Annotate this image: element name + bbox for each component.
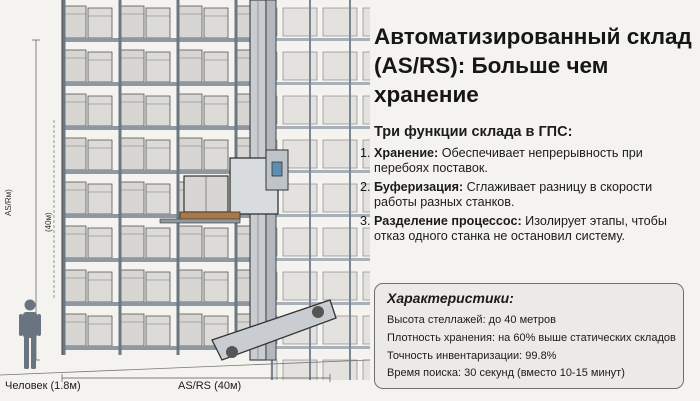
spec-item: Время поиска: 30 секунд (вместо 10-15 ми… (387, 367, 625, 380)
stacker-crane (159, 0, 337, 361)
function-number: 2. (360, 180, 371, 194)
human-figure (19, 299, 41, 369)
asrs-illustration (0, 0, 370, 382)
function-item: 1. Хранение: Обеспечивает непрерывность … (360, 146, 696, 176)
height-vertical-label: (40м) (44, 212, 53, 232)
function-term: Буферизация: (374, 180, 464, 194)
spec-item: Плотность хранения: на 60% выше статичес… (387, 331, 676, 344)
functions-list: 1. Хранение: Обеспечивает непрерывность … (360, 146, 696, 248)
page-title: Автоматизированный склад (AS/RS): Больше… (374, 24, 692, 107)
height-dimension (32, 39, 55, 361)
specs-box: Характеристики: Высота стеллажей: до 40 … (374, 283, 684, 389)
function-item: 3. Разделение процессос: Изолирует этапы… (360, 214, 696, 244)
human-height-label: Человек (1.8м) (5, 380, 81, 392)
spec-item: Точность инвентаризации: 99.8% (387, 349, 557, 362)
function-number: 3. (360, 214, 371, 228)
function-text: Изолирует этапы, чтобы отказ одного стан… (374, 214, 667, 243)
function-term: Хранение: (374, 146, 439, 160)
asrs-height-label: AS/RS (40м) (178, 380, 242, 392)
specs-heading: Характеристики: (387, 290, 514, 306)
function-text: Обеспечивает непрерывность при перебоях … (374, 146, 643, 175)
function-item: 2. Буферизация: Сглаживает разницу в ско… (360, 180, 696, 210)
spec-item: Высота стеллажей: до 40 метров (387, 314, 557, 326)
function-text: Сглаживает разницу в скорости работы раз… (374, 180, 653, 209)
width-dimension (61, 374, 331, 382)
function-number: 1. (360, 146, 371, 160)
functions-heading: Три функции склада в ГПС: (374, 124, 573, 140)
asrs-vertical-label: AS/Rм) (4, 189, 13, 216)
specs-list: Высота стеллажей: до 40 метров Плотность… (387, 312, 676, 383)
function-term: Разделение процессос: (374, 214, 522, 228)
